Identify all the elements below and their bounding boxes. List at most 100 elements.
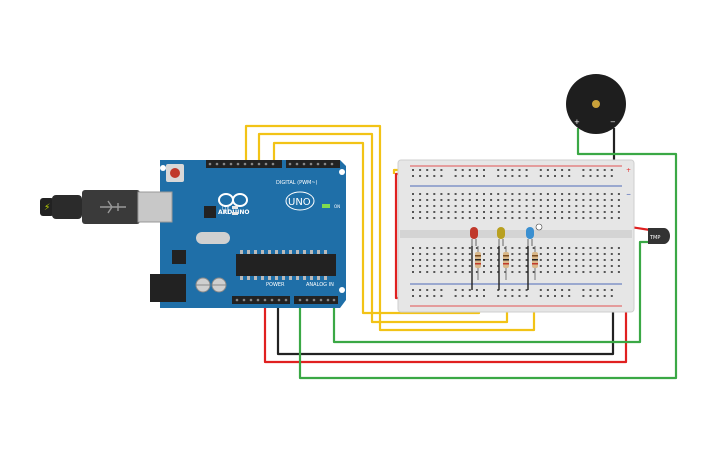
breadboard-hole[interactable] <box>440 253 443 255</box>
breadboard-hole[interactable] <box>596 217 599 219</box>
breadboard-hole[interactable] <box>461 259 464 261</box>
breadboard-hole[interactable] <box>412 289 414 291</box>
breadboard-hole[interactable] <box>426 259 429 261</box>
breadboard-hole[interactable] <box>468 217 471 219</box>
breadboard-hole[interactable] <box>532 271 535 273</box>
breadboard-hole[interactable] <box>412 193 414 195</box>
breadboard-hole[interactable] <box>433 265 436 267</box>
breadboard-hole[interactable] <box>617 217 620 219</box>
breadboard-hole[interactable] <box>603 217 606 219</box>
breadboard-hole[interactable] <box>426 295 429 297</box>
breadboard-hole[interactable] <box>461 205 464 207</box>
breadboard-hole[interactable] <box>504 271 507 273</box>
breadboard-hole[interactable] <box>525 265 528 267</box>
breadboard-hole[interactable] <box>539 253 542 255</box>
breadboard-hole[interactable] <box>561 259 564 261</box>
breadboard-hole[interactable] <box>412 211 414 213</box>
breadboard-hole[interactable] <box>596 175 599 177</box>
breadboard-hole[interactable] <box>617 265 620 267</box>
breadboard-hole[interactable] <box>461 175 464 177</box>
breadboard-hole[interactable] <box>617 205 620 207</box>
breadboard-hole[interactable] <box>596 169 599 171</box>
breadboard-hole[interactable] <box>440 205 443 207</box>
breadboard-hole[interactable] <box>582 211 585 213</box>
breadboard-hole[interactable] <box>468 169 471 171</box>
breadboard-hole[interactable] <box>539 247 542 249</box>
breadboard-hole[interactable] <box>433 199 436 201</box>
resistor-1[interactable] <box>475 246 481 280</box>
breadboard-hole[interactable] <box>412 169 414 171</box>
breadboard-hole[interactable] <box>511 289 514 291</box>
breadboard-hole[interactable] <box>561 193 564 195</box>
breadboard-hole[interactable] <box>511 175 514 177</box>
breadboard-hole[interactable] <box>419 295 422 297</box>
breadboard-hole[interactable] <box>575 199 578 201</box>
breadboard-hole[interactable] <box>596 253 599 255</box>
breadboard-hole[interactable] <box>596 271 599 273</box>
breadboard-hole[interactable] <box>518 193 521 195</box>
breadboard-hole[interactable] <box>596 259 599 261</box>
breadboard-hole[interactable] <box>546 175 549 177</box>
breadboard-hole[interactable] <box>461 265 464 267</box>
breadboard-hole[interactable] <box>610 271 613 273</box>
breadboard-hole[interactable] <box>596 193 599 195</box>
breadboard-hole[interactable] <box>447 211 450 213</box>
breadboard-hole[interactable] <box>589 175 592 177</box>
breadboard-hole[interactable] <box>554 259 556 261</box>
breadboard-hole[interactable] <box>568 271 571 273</box>
breadboard-hole[interactable] <box>468 265 471 267</box>
breadboard-hole[interactable] <box>603 265 606 267</box>
breadboard-hole[interactable] <box>617 193 620 195</box>
breadboard-hole[interactable] <box>419 205 422 207</box>
breadboard-hole[interactable] <box>447 199 450 201</box>
breadboard-hole[interactable] <box>468 175 471 177</box>
breadboard-hole[interactable] <box>546 289 549 291</box>
breadboard-hole[interactable] <box>582 259 585 261</box>
breadboard-hole[interactable] <box>532 205 535 207</box>
breadboard-hole[interactable] <box>539 271 542 273</box>
breadboard-hole[interactable] <box>568 289 571 291</box>
breadboard-hole[interactable] <box>603 199 606 201</box>
breadboard-hole[interactable] <box>426 205 429 207</box>
breadboard-hole[interactable] <box>539 205 542 207</box>
breadboard-hole[interactable] <box>511 271 514 273</box>
breadboard-hole[interactable] <box>511 253 514 255</box>
breadboard-hole[interactable] <box>433 271 436 273</box>
breadboard-hole[interactable] <box>561 253 564 255</box>
breadboard-hole[interactable] <box>561 295 564 297</box>
breadboard-hole[interactable] <box>461 295 464 297</box>
breadboard-hole[interactable] <box>561 169 564 171</box>
breadboard-hole[interactable] <box>511 193 514 195</box>
breadboard-hole[interactable] <box>440 211 443 213</box>
breadboard-hole[interactable] <box>610 265 613 267</box>
breadboard-hole[interactable] <box>518 217 521 219</box>
breadboard-hole[interactable] <box>511 259 514 261</box>
breadboard-hole[interactable] <box>617 271 620 273</box>
breadboard-hole[interactable] <box>461 193 464 195</box>
breadboard-hole[interactable] <box>461 217 464 219</box>
breadboard-hole[interactable] <box>546 295 549 297</box>
breadboard-hole[interactable] <box>497 199 500 201</box>
breadboard-hole[interactable] <box>412 199 414 201</box>
breadboard-hole[interactable] <box>575 271 578 273</box>
breadboard-hole[interactable] <box>603 253 606 255</box>
breadboard-hole[interactable] <box>518 253 521 255</box>
breadboard-hole[interactable] <box>468 259 471 261</box>
breadboard-hole[interactable] <box>575 193 578 195</box>
breadboard-hole[interactable] <box>525 217 528 219</box>
breadboard-hole[interactable] <box>568 193 571 195</box>
breadboard-hole[interactable] <box>468 253 471 255</box>
breadboard-hole[interactable] <box>447 271 450 273</box>
breadboard-hole[interactable] <box>511 217 514 219</box>
breadboard-hole[interactable] <box>589 253 592 255</box>
breadboard-hole[interactable] <box>589 211 592 213</box>
breadboard-hole[interactable] <box>539 289 542 291</box>
breadboard-hole[interactable] <box>568 247 571 249</box>
piezo-buzzer[interactable]: + − <box>566 74 626 134</box>
breadboard-hole[interactable] <box>610 253 613 255</box>
breadboard-hole[interactable] <box>610 193 613 195</box>
breadboard-hole[interactable] <box>497 211 500 213</box>
breadboard-hole[interactable] <box>504 193 507 195</box>
breadboard-hole[interactable] <box>440 265 443 267</box>
breadboard-hole[interactable] <box>589 259 592 261</box>
